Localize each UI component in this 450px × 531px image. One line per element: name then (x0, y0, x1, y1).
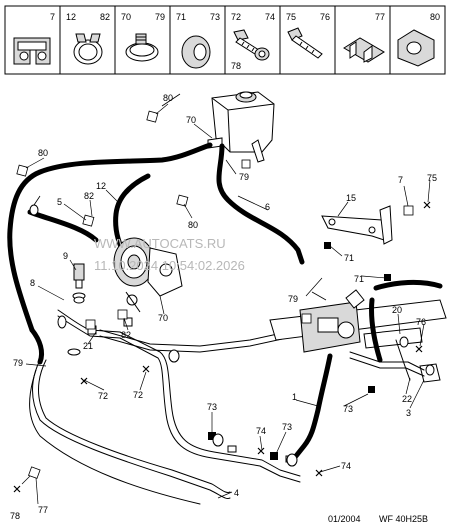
right-cooler-pipes (349, 351, 425, 371)
callout-74a: 74 (256, 426, 266, 436)
callout-77: 77 (38, 505, 48, 515)
callout-1: 1 (292, 392, 297, 402)
cooler-pipe-bottom (32, 359, 231, 499)
header-ref-12: 12 (66, 12, 76, 22)
header-sub-76: 76 (320, 12, 330, 22)
callout-72b: 72 (133, 390, 143, 400)
worm-clamp-icon (125, 33, 159, 62)
callout-numbers: 80 70 79 80 12 5 82 80 6 7 75 15 9 8 71 … (10, 93, 437, 521)
marker-tags (16, 110, 414, 479)
callout-82b: 82 (121, 330, 131, 340)
support-block-icon (397, 29, 435, 67)
callout-79b: 79 (288, 294, 298, 304)
cross-markers (13, 201, 431, 493)
callout-15: 15 (346, 193, 356, 203)
bolt-icon (287, 27, 323, 59)
leader-lines (21, 103, 431, 505)
callout-78: 78 (10, 511, 20, 521)
callout-71b: 71 (354, 274, 364, 284)
header-sub-82: 82 (100, 12, 110, 22)
mounting-bracket (321, 205, 393, 245)
fluid-reservoir (207, 91, 275, 163)
header-sub-73: 73 (210, 12, 220, 22)
watermark-line-1: WWW.AUTOCATS.RU (94, 236, 226, 251)
header-ref-72: 72 (231, 12, 241, 22)
callout-6: 6 (265, 202, 270, 212)
fittings (29, 204, 435, 467)
callout-21: 21 (83, 341, 93, 351)
header-ref-75: 75 (286, 12, 296, 22)
callout-75: 75 (427, 173, 437, 183)
callout-7: 7 (398, 175, 403, 185)
header-ref-71: 71 (176, 12, 186, 22)
callout-80a: 80 (163, 93, 173, 103)
header-sub-74: 74 (265, 12, 275, 22)
footer-code: WF 40H25B (379, 514, 428, 524)
hose-clamp-icon (73, 33, 103, 65)
callout-73c: 73 (282, 422, 292, 432)
callout-79c: 79 (13, 358, 23, 368)
footer-date: 01/2004 (328, 514, 361, 524)
watermark-line-2: 11.10.2024 10:54:02.2026 (94, 258, 245, 273)
callout-22: 22 (402, 394, 412, 404)
callout-4: 4 (234, 488, 239, 498)
callout-80c: 80 (188, 220, 198, 230)
steering-rack (269, 289, 447, 383)
pressure-switch (72, 263, 86, 300)
double-clip-icon (343, 37, 385, 63)
header-ref-70: 70 (121, 12, 131, 22)
callout-74b: 74 (341, 461, 351, 471)
callout-70a: 70 (186, 115, 196, 125)
header-ref-7: 7 (50, 12, 55, 22)
header-ref-80: 80 (430, 12, 440, 22)
header-ref-77: 77 (375, 12, 385, 22)
rack-return-hose (293, 353, 333, 459)
callout-73a: 73 (207, 402, 217, 412)
callout-72a: 72 (98, 391, 108, 401)
grommet-icon (181, 35, 211, 69)
callout-8: 8 (30, 278, 35, 288)
callout-9: 9 (63, 251, 68, 261)
callout-3: 3 (406, 408, 411, 418)
callout-20: 20 (392, 305, 402, 315)
parts-header: 7 12 82 70 79 71 73 72 74 78 75 76 77 80 (4, 5, 446, 75)
callout-82a: 82 (84, 191, 94, 201)
callout-79a: 79 (239, 172, 249, 182)
callout-71a: 71 (344, 253, 354, 263)
callout-80b: 80 (38, 148, 48, 158)
header-sub-79: 79 (155, 12, 165, 22)
bolt-nut-icon (233, 29, 270, 61)
steering-pump (113, 237, 183, 313)
upper-cross-pipe (99, 329, 297, 347)
callout-12: 12 (96, 181, 106, 191)
long-pressure-pipe (57, 309, 301, 477)
callout-73b: 73 (343, 404, 353, 414)
callout-76: 76 (416, 317, 426, 327)
callout-5: 5 (57, 197, 62, 207)
clip-holder-icon (13, 37, 51, 65)
header-ref-78: 78 (231, 61, 241, 71)
callout-70b: 70 (158, 313, 168, 323)
